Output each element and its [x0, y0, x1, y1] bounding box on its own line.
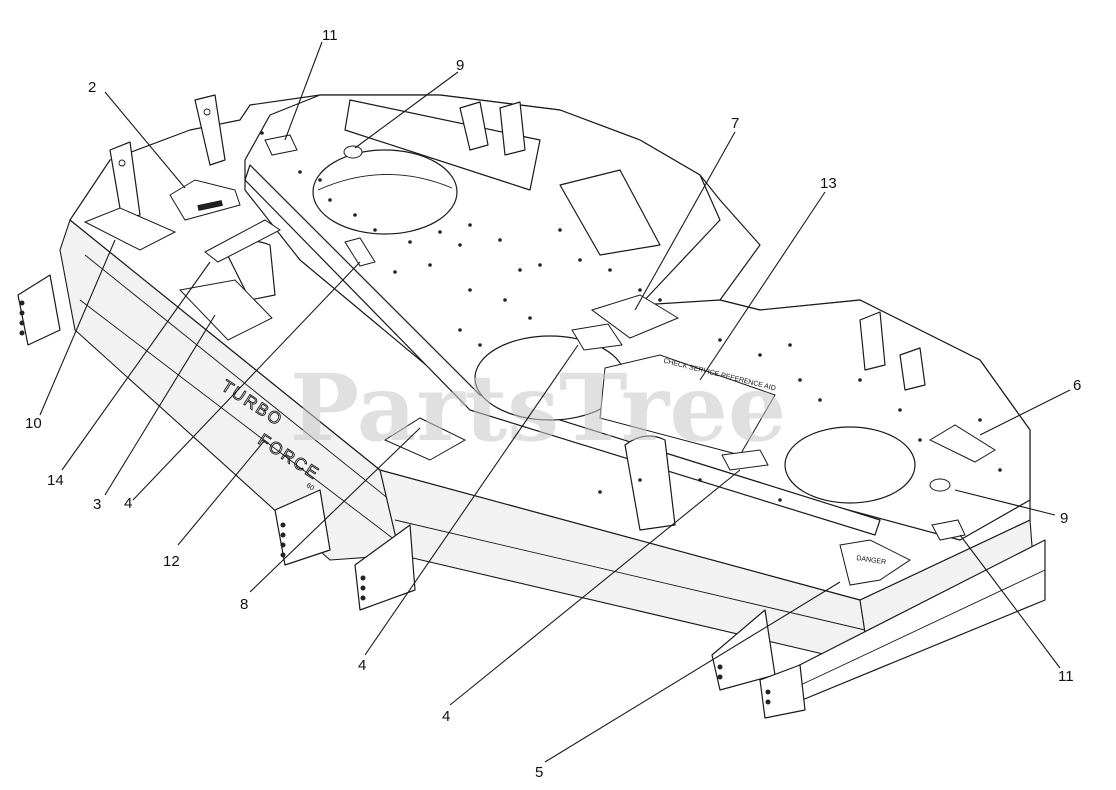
decal-11a: [264, 134, 298, 156]
hitch-arms: [17, 274, 806, 719]
callout-4-left: 4: [124, 495, 132, 512]
bolt-hole: [518, 268, 522, 272]
callout-12: 12: [163, 553, 180, 570]
decal-14: [204, 219, 281, 263]
decal-3: [178, 279, 273, 341]
decal-10: [83, 207, 177, 251]
bolt-hole: [578, 258, 582, 262]
decal-8: [383, 417, 467, 461]
bolt-hole: [798, 378, 802, 382]
bolt-hole: [528, 316, 532, 320]
bolt-hole: [978, 418, 982, 422]
callout-10: 10: [25, 415, 42, 432]
bolt-hole: [458, 243, 462, 247]
bolt-hole: [598, 490, 602, 494]
bolt-hole: [373, 228, 377, 232]
decal-4a: [344, 237, 376, 267]
callout-4-middle: 4: [358, 657, 366, 674]
bolt-hole: [468, 288, 472, 292]
decal-4c: [721, 449, 769, 471]
decal-13: [599, 354, 776, 456]
bolt-hole: [318, 178, 322, 182]
callout-7: 7: [731, 115, 739, 132]
decals: DANGER CHECK SERVICE REFERENCE AID: [83, 134, 996, 586]
bolt-hole: [658, 298, 662, 302]
bolt-hole: [298, 170, 302, 174]
bolt-hole: [478, 343, 482, 347]
decal-9b: [929, 478, 951, 492]
danger-decal-text: DANGER: [856, 555, 887, 566]
bolt-hole: [918, 438, 922, 442]
bolt-hole: [718, 338, 722, 342]
callout-3: 3: [93, 496, 101, 513]
bolt-hole: [353, 213, 357, 217]
callout-8: 8: [240, 596, 248, 613]
callout-6: 6: [1073, 377, 1081, 394]
decal-9a: [343, 145, 363, 159]
bolt-hole: [328, 198, 332, 202]
leader-lines: [39, 41, 1071, 763]
bolt-hole: [858, 378, 862, 382]
bolt-hole: [428, 263, 432, 267]
bolt-hole: [468, 223, 472, 227]
decal-11b: [931, 519, 966, 541]
bolt-hole: [408, 240, 412, 244]
callout-13: 13: [820, 175, 837, 192]
callout-2: 2: [88, 79, 96, 96]
deck-holes: [260, 131, 1002, 502]
callout-labels: 11 9 2 7 13 6 9 11 10 14 3 4 12 8 4 4 5: [25, 27, 1081, 781]
bolt-hole: [260, 131, 264, 135]
callout-14: 14: [47, 472, 64, 489]
bolt-hole: [393, 270, 397, 274]
bolt-hole: [638, 288, 642, 292]
callout-5: 5: [535, 764, 543, 781]
callout-9-right: 9: [1060, 510, 1068, 527]
bolt-hole: [498, 238, 502, 242]
bolt-hole: [438, 230, 442, 234]
bolt-hole: [778, 498, 782, 502]
bolt-hole: [698, 478, 702, 482]
bolt-hole: [788, 343, 792, 347]
bolt-hole: [818, 398, 822, 402]
bolt-hole: [538, 263, 542, 267]
decal-5: [839, 539, 911, 586]
brand-size: 60: [305, 482, 315, 492]
decal-4b: [571, 323, 623, 351]
bolt-hole: [758, 353, 762, 357]
callout-11-right: 11: [1058, 668, 1074, 685]
bolt-hole: [608, 268, 612, 272]
callout-4-lower: 4: [442, 708, 450, 725]
bolt-hole: [998, 468, 1002, 472]
callout-11-top: 11: [322, 27, 338, 44]
bolt-hole: [558, 228, 562, 232]
bolt-hole: [458, 328, 462, 332]
blade-openings: [312, 149, 916, 504]
decal-6: [928, 424, 996, 463]
bolt-hole: [898, 408, 902, 412]
decal-7: [590, 294, 680, 339]
decal-2: [169, 179, 241, 221]
bolt-hole: [638, 478, 642, 482]
mounting-brackets: [109, 94, 926, 531]
callout-9-top: 9: [456, 57, 464, 74]
watermark: PartsTree: [290, 354, 786, 462]
bolt-hole: [503, 298, 507, 302]
